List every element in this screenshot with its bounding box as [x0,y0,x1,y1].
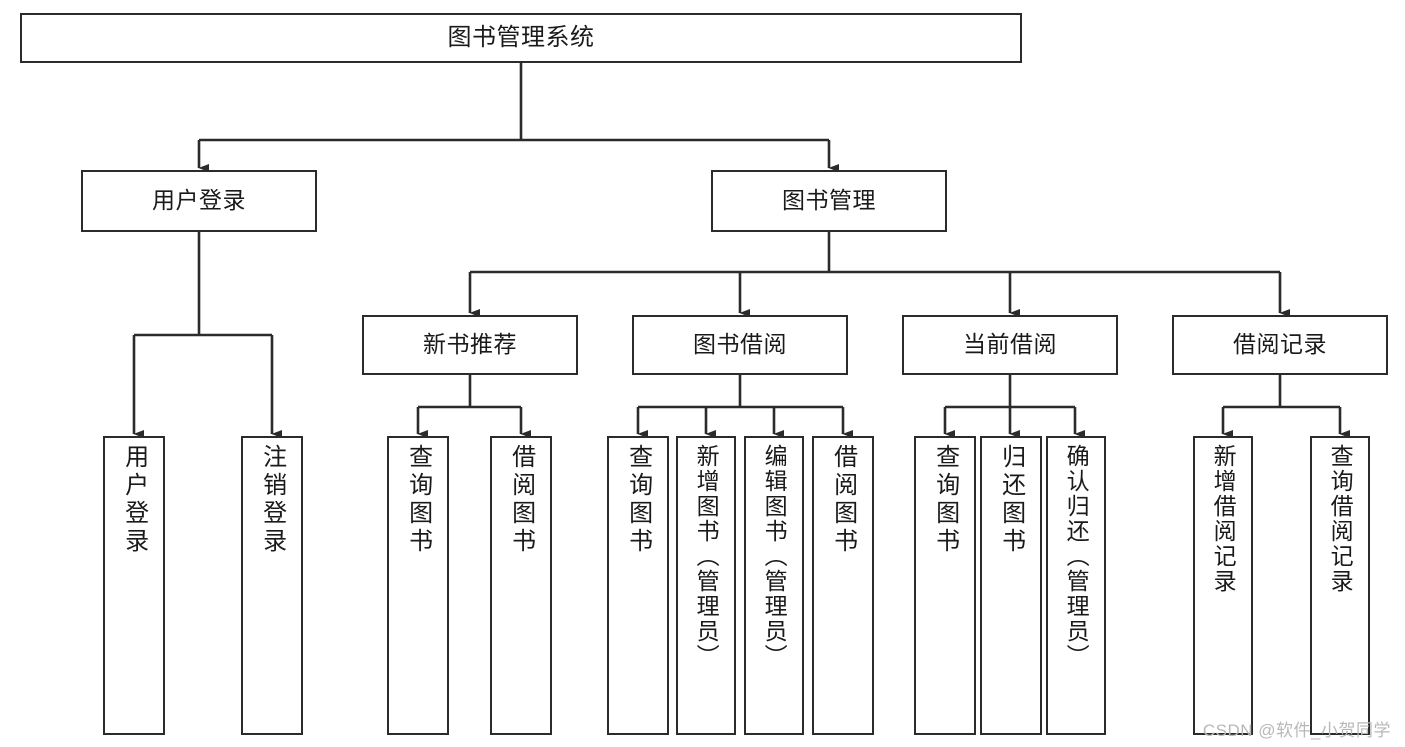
node-leaf-return-book-label: 归还图书 [997,444,1025,556]
node-leaf-query-record-label: 查询借阅记录 [1327,444,1354,594]
node-leaf-query-book-1[interactable]: 查询图书 [387,436,449,735]
node-leaf-add-book-label: 新增图书（管理员） [693,444,720,669]
node-book-borrow-label: 图书借阅 [693,331,787,358]
node-leaf-user-login[interactable]: 用户登录 [103,436,165,735]
node-leaf-confirm-return-label: 确认归还（管理员） [1063,444,1090,669]
node-current-borrow-label: 当前借阅 [963,331,1057,358]
node-leaf-borrow-book-2-label: 借阅图书 [829,444,857,556]
node-root-label: 图书管理系统 [447,23,595,51]
node-leaf-user-logout[interactable]: 注销登录 [241,436,303,735]
node-leaf-add-record[interactable]: 新增借阅记录 [1193,436,1253,735]
csdn-watermark: CSDN @软件_小贺同学 [1202,721,1391,740]
node-leaf-query-book-2[interactable]: 查询图书 [607,436,669,735]
node-leaf-edit-book[interactable]: 编辑图书（管理员） [744,436,804,735]
node-leaf-query-book-1-label: 查询图书 [404,444,432,556]
node-leaf-user-logout-label: 注销登录 [258,444,286,556]
node-borrow-record-label: 借阅记录 [1233,331,1327,358]
node-book-manage[interactable]: 图书管理 [711,170,947,232]
node-leaf-add-book[interactable]: 新增图书（管理员） [676,436,736,735]
node-leaf-add-record-label: 新增借阅记录 [1210,444,1237,594]
node-leaf-query-book-2-label: 查询图书 [624,444,652,556]
node-current-borrow[interactable]: 当前借阅 [902,315,1118,375]
node-leaf-query-record[interactable]: 查询借阅记录 [1310,436,1370,735]
node-leaf-borrow-book-1[interactable]: 借阅图书 [490,436,552,735]
node-leaf-query-book-3[interactable]: 查询图书 [914,436,976,735]
node-leaf-user-login-label: 用户登录 [120,444,148,556]
node-borrow-record[interactable]: 借阅记录 [1172,315,1388,375]
node-leaf-query-book-3-label: 查询图书 [931,444,959,556]
node-leaf-edit-book-label: 编辑图书（管理员） [761,444,788,669]
node-user-login[interactable]: 用户登录 [81,170,317,232]
node-new-book-recommend-label: 新书推荐 [423,331,517,358]
node-user-login-label: 用户登录 [152,187,246,214]
node-book-manage-label: 图书管理 [782,187,876,214]
node-leaf-borrow-book-2[interactable]: 借阅图书 [812,436,874,735]
node-leaf-return-book[interactable]: 归还图书 [980,436,1042,735]
node-root[interactable]: 图书管理系统 [20,13,1022,63]
node-book-borrow[interactable]: 图书借阅 [632,315,848,375]
node-leaf-confirm-return[interactable]: 确认归还（管理员） [1046,436,1106,735]
node-leaf-borrow-book-1-label: 借阅图书 [507,444,535,556]
node-new-book-recommend[interactable]: 新书推荐 [362,315,578,375]
